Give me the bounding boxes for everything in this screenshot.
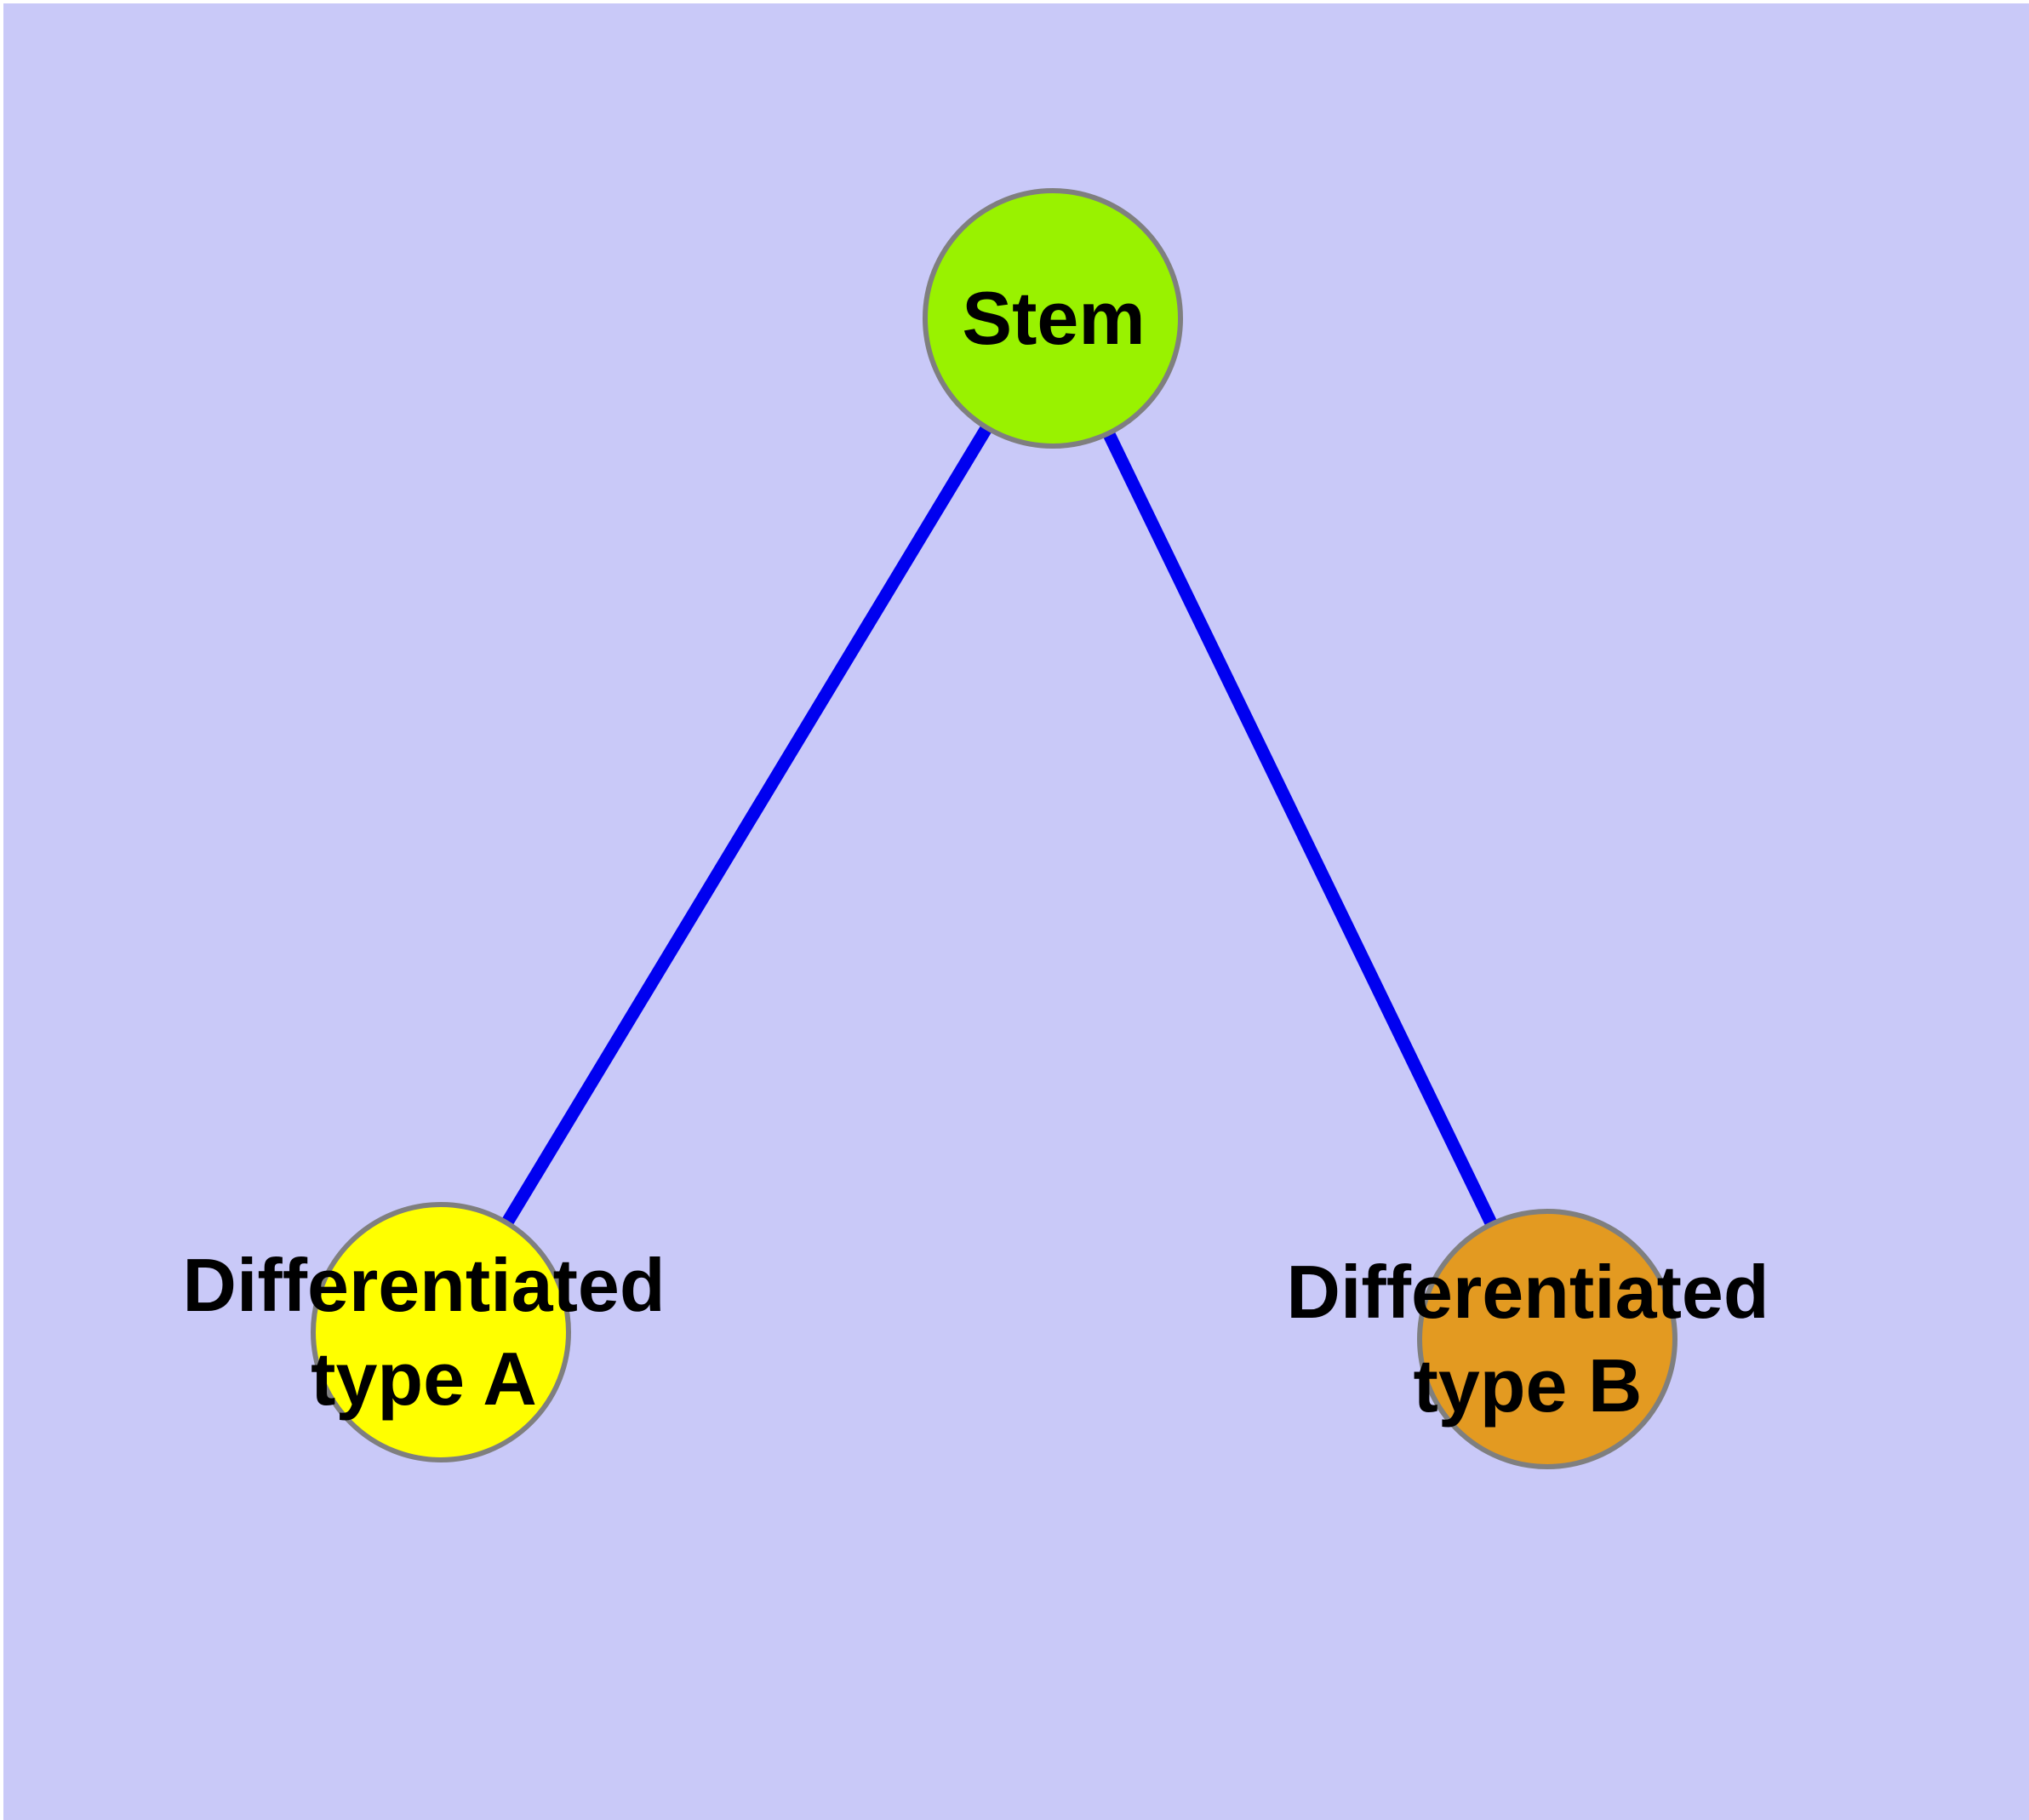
graph-layer xyxy=(311,188,1677,1469)
edge-stem-to-type-b xyxy=(1047,315,1553,1342)
node-differentiated-type-b-label: Differentiated type B xyxy=(1286,1250,1769,1428)
node-differentiated-type-a-circle xyxy=(311,1202,571,1462)
diagram-canvas: Stem Differentiated type A Differentiate… xyxy=(3,3,2029,1820)
node-differentiated-type-b-circle xyxy=(1417,1209,1677,1469)
edge-stem-to-type-a xyxy=(435,315,1059,1336)
node-stem-label: Stem xyxy=(962,276,1146,360)
node-differentiated-type-a-label: Differentiated type A xyxy=(182,1243,666,1421)
node-stem-circle xyxy=(923,188,1183,449)
